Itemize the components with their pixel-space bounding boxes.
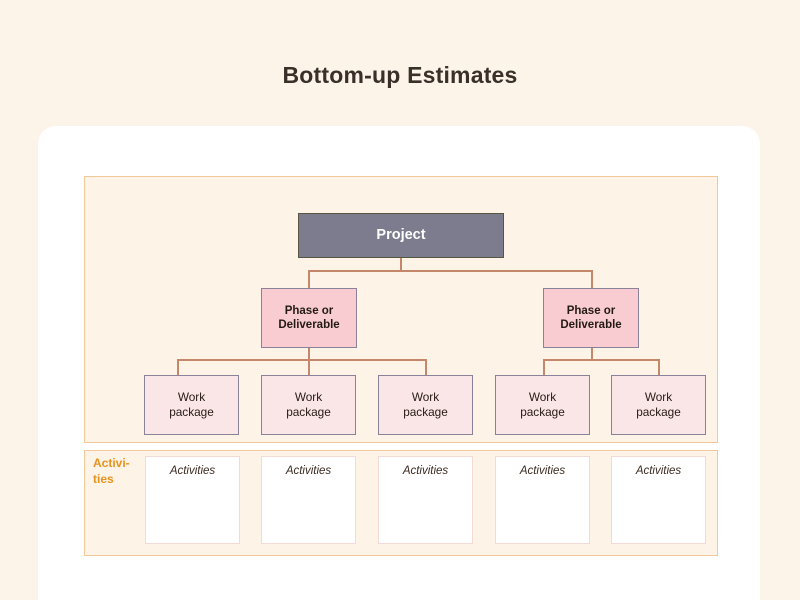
node-work-package-5[interactable]: Work package [611, 375, 706, 435]
node-work-package-5-line2: package [636, 405, 681, 419]
activities-box-3-label: Activities [402, 465, 449, 477]
activities-box-2[interactable]: Activities [261, 456, 356, 544]
activities-box-1[interactable]: Activities [145, 456, 240, 544]
page-title: Bottom-up Estimates [282, 62, 518, 88]
node-phase-2[interactable]: Phase or Deliverable [543, 288, 639, 348]
node-phase-2-line1: Phase or [566, 304, 616, 317]
node-work-package-1[interactable]: Work package [144, 375, 239, 435]
node-phase-2-line2: Deliverable [560, 319, 622, 331]
connector-to-wp-4 [543, 359, 545, 375]
node-work-package-3[interactable]: Work package [378, 375, 473, 435]
activities-row-label-line2: ties [93, 472, 114, 487]
connector-wp-bus-right [543, 359, 659, 361]
activities-box-5-label: Activities [635, 465, 682, 477]
connector-wp-bus-left [177, 359, 425, 361]
node-work-package-1-line1: Work [177, 390, 206, 405]
connector-phase-left-stem [308, 348, 310, 360]
node-work-package-2[interactable]: Work package [261, 375, 356, 435]
node-project[interactable]: Project [298, 213, 504, 258]
node-work-package-1-line2: package [169, 405, 214, 419]
activities-box-4-label: Activities [519, 465, 566, 477]
node-work-package-4-line1: Work [528, 390, 557, 405]
activities-box-3[interactable]: Activities [378, 456, 473, 544]
node-phase-1[interactable]: Phase or Deliverable [261, 288, 357, 348]
connector-to-wp-5 [658, 359, 660, 375]
activities-box-5[interactable]: Activities [611, 456, 706, 544]
activities-row-label-line1: Activi- [93, 456, 130, 470]
node-work-package-4[interactable]: Work package [495, 375, 590, 435]
node-phase-1-line2: Deliverable [278, 319, 340, 331]
node-work-package-3-line2: package [403, 405, 448, 419]
connector-phase-bus [308, 270, 592, 272]
connector-project-stem [400, 258, 402, 271]
activities-box-1-label: Activities [169, 465, 216, 477]
node-work-package-2-line1: Work [294, 390, 323, 405]
activities-row-label: Activi- ties [93, 455, 143, 487]
connector-to-wp-3 [425, 359, 427, 375]
node-work-package-4-line2: package [520, 405, 565, 419]
node-work-package-2-line2: package [286, 405, 331, 419]
node-phase-1-line1: Phase or [284, 304, 334, 317]
connector-phase-right-stem [591, 348, 593, 360]
activities-box-4[interactable]: Activities [495, 456, 590, 544]
node-project-label: Project [376, 227, 426, 244]
connector-to-phase-left [308, 270, 310, 288]
activities-box-2-label: Activities [285, 465, 332, 477]
connector-to-wp-1 [177, 359, 179, 375]
connector-to-wp-2 [308, 359, 310, 375]
node-work-package-5-line1: Work [644, 390, 673, 405]
node-work-package-3-line1: Work [411, 390, 440, 405]
connector-to-phase-right [591, 270, 593, 288]
